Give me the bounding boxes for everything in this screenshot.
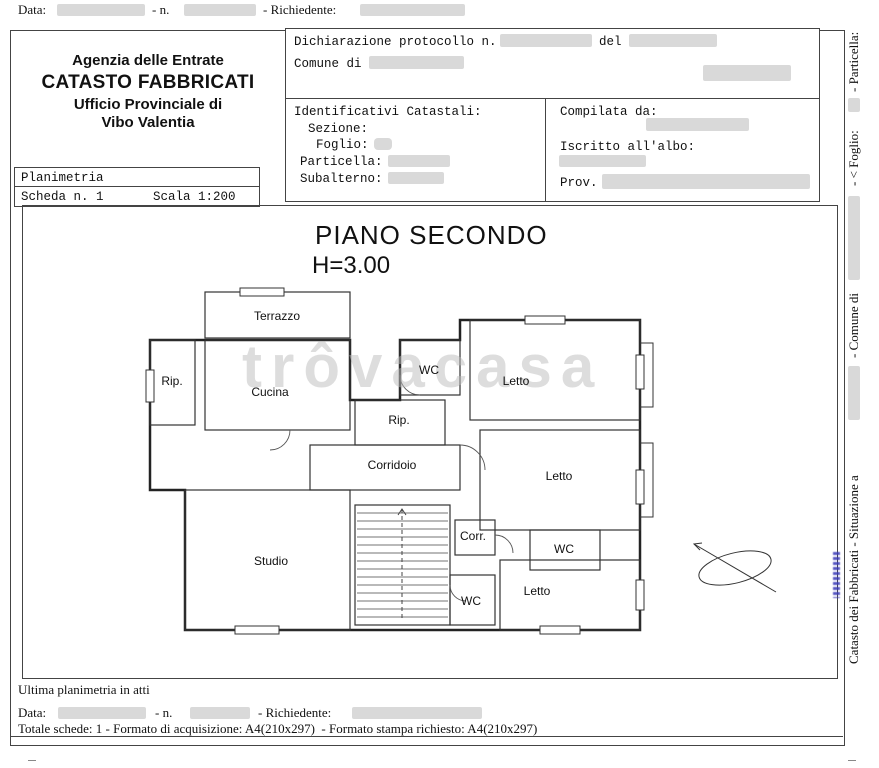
declaration-box: Dichiarazione protocollo n. del Comune d… bbox=[285, 28, 820, 100]
floor-plan-drawing bbox=[145, 287, 654, 635]
footer-n-label: - n. bbox=[155, 705, 173, 720]
albo-label: Iscritto all'albo: bbox=[560, 140, 696, 154]
compilata-label: Compilata da: bbox=[560, 105, 658, 119]
redaction-box bbox=[352, 707, 482, 719]
redaction-box bbox=[184, 4, 256, 16]
subalterno-label: Subalterno: bbox=[300, 172, 383, 186]
agency-line-2: CATASTO FABBRICATI bbox=[41, 72, 255, 94]
prov-label: Prov. bbox=[560, 176, 598, 190]
room-label-wc-1: WC bbox=[419, 363, 439, 377]
plan-height-label: H=3.00 bbox=[312, 252, 391, 279]
room-label-corr: Corr. bbox=[459, 529, 487, 543]
top-data-label: Data: bbox=[18, 2, 47, 17]
ultima-planimetria-label: Ultima planimetria in atti bbox=[18, 682, 150, 697]
redaction-box bbox=[374, 138, 392, 150]
plan-frame bbox=[22, 205, 838, 679]
planimetria-box: Planimetria Scheda n. 1 Scala 1:200 bbox=[14, 167, 260, 207]
plan-title: PIANO SECONDO bbox=[315, 220, 548, 250]
room-label-corridoio: Corridoio bbox=[367, 458, 417, 472]
redaction-box bbox=[190, 707, 250, 719]
redaction-box bbox=[500, 34, 592, 47]
redaction-box bbox=[848, 196, 860, 280]
agency-line-4: Vibo Valentia bbox=[101, 113, 195, 131]
footer-rule bbox=[10, 736, 843, 737]
totale-schede-line: Totale schede: 1 - Formato di acquisizio… bbox=[18, 721, 538, 736]
room-label-wc-3: WC bbox=[461, 594, 481, 608]
scheda-label: Scheda n. 1 bbox=[21, 190, 104, 204]
redaction-box bbox=[646, 118, 749, 131]
room-label-letto-2: Letto bbox=[545, 469, 573, 483]
top-n-label: - n. bbox=[152, 2, 170, 17]
scala-label: Scala 1:200 bbox=[153, 190, 236, 204]
agency-line-1: Agenzia delle Entrate bbox=[72, 52, 224, 69]
agency-line-3: Ufficio Provinciale di bbox=[73, 96, 223, 114]
comune-label: Comune di bbox=[294, 57, 362, 71]
redaction-box bbox=[360, 4, 465, 16]
redaction-box bbox=[58, 707, 146, 719]
blue-stamp-code bbox=[833, 552, 840, 598]
side-catasto-label: Catasto dei Fabbricati - Situazione a bbox=[846, 475, 861, 664]
room-label-terrazzo: Terrazzo bbox=[253, 309, 301, 323]
footer-richiedente-label: - Richiedente: bbox=[258, 705, 332, 720]
planimetria-title: Planimetria bbox=[21, 171, 104, 185]
room-label-rip-2: Rip. bbox=[388, 413, 410, 427]
side-particella-label: - Particella: bbox=[846, 31, 861, 92]
room-label-studio: Studio bbox=[253, 554, 289, 568]
particella-label: Particella: bbox=[300, 155, 383, 169]
foglio-label: Foglio: bbox=[316, 138, 369, 152]
compilata-box: Compilata da: Iscritto all'albo: Prov. bbox=[545, 98, 820, 202]
side-comune-label: - Comune di bbox=[846, 293, 861, 358]
redaction-box bbox=[848, 366, 860, 420]
redaction-box bbox=[629, 34, 717, 47]
room-label-letto-1: Letto bbox=[502, 374, 530, 388]
room-label-cucina: Cucina bbox=[251, 385, 289, 399]
room-label-wc-2: WC bbox=[554, 542, 574, 556]
crop-mark bbox=[28, 760, 36, 761]
room-label-letto-3: Letto bbox=[523, 584, 551, 598]
redaction-box bbox=[388, 172, 444, 184]
redaction-box bbox=[57, 4, 145, 16]
redaction-box bbox=[369, 56, 464, 69]
room-label-rip-1: Rip. bbox=[161, 374, 183, 388]
protocol-label: Dichiarazione protocollo n. bbox=[294, 35, 497, 49]
sezione-label: Sezione: bbox=[308, 122, 369, 136]
side-foglio-label: - < Foglio: bbox=[846, 130, 861, 186]
footer-data-label: Data: bbox=[18, 705, 47, 720]
crop-mark bbox=[848, 760, 856, 761]
del-label: del bbox=[599, 35, 622, 49]
agency-header: Agenzia delle Entrate CATASTO FABBRICATI… bbox=[40, 52, 256, 131]
redaction-box bbox=[703, 65, 791, 81]
top-richiedente-label: - Richiedente: bbox=[263, 2, 337, 17]
redaction-box bbox=[559, 155, 646, 167]
redaction-box bbox=[388, 155, 450, 167]
redaction-box bbox=[602, 174, 810, 189]
north-arrow bbox=[692, 542, 777, 593]
identificativi-title: Identificativi Catastali: bbox=[294, 105, 482, 119]
redaction-box bbox=[848, 98, 860, 112]
identificativi-box: Identificativi Catastali: Sezione: Fogli… bbox=[285, 98, 547, 202]
